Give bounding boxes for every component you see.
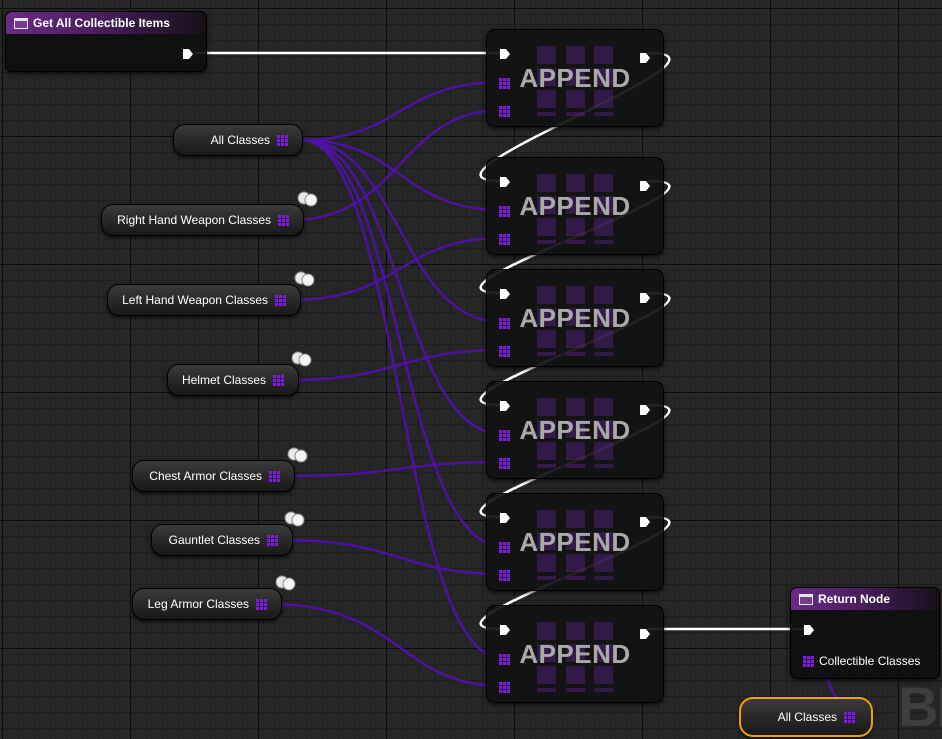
array-pin-icon[interactable] — [803, 655, 814, 667]
exec-out-pin-icon[interactable] — [639, 180, 651, 192]
array-pin-icon[interactable] — [278, 214, 289, 226]
exec-out-pin-icon[interactable] — [639, 52, 651, 64]
exec-in-pin-icon[interactable] — [499, 400, 511, 412]
target-array-pin-icon[interactable] — [499, 654, 510, 665]
exec-in-pin-icon[interactable] — [499, 48, 511, 60]
var-label: Leg Armor Classes — [147, 597, 249, 611]
var-all-classes-selected[interactable]: All Classes — [739, 697, 873, 737]
var-label: All Classes — [777, 710, 837, 724]
source-array-pin-icon[interactable] — [499, 106, 510, 117]
var-label: Helmet Classes — [181, 373, 266, 387]
target-array-pin-icon[interactable] — [499, 318, 510, 329]
collectible-classes-label: Collectible Classes — [819, 654, 921, 668]
function-icon — [799, 593, 813, 605]
array-watermark-icon — [537, 618, 613, 692]
source-array-pin-icon[interactable] — [499, 570, 510, 581]
array-pin-icon[interactable] — [269, 470, 280, 482]
append-title: APPEND — [519, 527, 631, 557]
var-helmet-classes[interactable]: Helmet Classes — [167, 364, 299, 396]
var-label: All Classes — [210, 133, 270, 147]
exec-out-pin-icon[interactable] — [182, 48, 194, 60]
exec-out-pin-icon[interactable] — [639, 628, 651, 640]
append-title: APPEND — [519, 303, 631, 333]
exec-out-pin-icon[interactable] — [639, 404, 651, 416]
target-array-pin-icon[interactable] — [499, 430, 510, 441]
var-all-classes[interactable]: All Classes — [173, 124, 303, 156]
source-array-pin-icon[interactable] — [499, 682, 510, 693]
array-pin-icon[interactable] — [277, 134, 288, 146]
function-entry-title: Get All Collectible Items — [33, 16, 170, 30]
target-array-pin-icon[interactable] — [499, 78, 510, 89]
exec-in-pin-icon[interactable] — [499, 512, 511, 524]
array-pin-icon[interactable] — [267, 534, 278, 546]
var-label: Chest Armor Classes — [149, 469, 262, 483]
append-node[interactable]: APPEND — [486, 269, 664, 367]
exec-out-pin-icon[interactable] — [639, 516, 651, 528]
var-left-hand-weapon-classes[interactable]: Left Hand Weapon Classes — [107, 284, 301, 316]
source-array-pin-icon[interactable] — [499, 346, 510, 357]
var-label: Right Hand Weapon Classes — [117, 213, 271, 227]
function-entry-node[interactable]: Get All Collectible Items — [5, 11, 207, 72]
function-entry-header: Get All Collectible Items — [6, 12, 206, 34]
array-pin-icon[interactable] — [844, 711, 855, 723]
return-node[interactable]: Return Node Collectible Classes — [790, 587, 940, 679]
target-array-pin-icon[interactable] — [499, 206, 510, 217]
append-title: APPEND — [519, 63, 631, 93]
return-node-header: Return Node — [791, 588, 939, 610]
exec-in-pin-icon[interactable] — [499, 624, 511, 636]
return-node-title: Return Node — [818, 592, 890, 606]
exec-out-pin-icon[interactable] — [639, 292, 651, 304]
append-node[interactable]: APPEND — [486, 493, 664, 591]
append-title: APPEND — [519, 415, 631, 445]
var-gauntlet-classes[interactable]: Gauntlet Classes — [151, 524, 293, 556]
var-label: Gauntlet Classes — [168, 533, 260, 547]
array-pin-icon[interactable] — [256, 598, 267, 610]
function-icon — [14, 17, 28, 29]
append-title: APPEND — [519, 191, 631, 221]
var-label: Left Hand Weapon Classes — [122, 293, 268, 307]
append-node[interactable]: APPEND — [486, 381, 664, 479]
replicated-icon — [297, 191, 318, 207]
append-node[interactable]: APPEND — [486, 29, 664, 127]
exec-in-pin-icon[interactable] — [499, 176, 511, 188]
append-node[interactable]: APPEND — [486, 157, 664, 255]
source-array-pin-icon[interactable] — [499, 458, 510, 469]
var-chest-armor-classes[interactable]: Chest Armor Classes — [132, 460, 295, 492]
replicated-icon — [275, 575, 296, 591]
var-leg-armor-classes[interactable]: Leg Armor Classes — [132, 588, 282, 620]
array-pin-icon[interactable] — [275, 294, 286, 306]
target-array-pin-icon[interactable] — [499, 542, 510, 553]
var-right-hand-weapon-classes[interactable]: Right Hand Weapon Classes — [101, 204, 304, 236]
array-pin-icon[interactable] — [273, 374, 284, 386]
collectible-classes-pin[interactable]: Collectible Classes — [803, 654, 920, 668]
append-title: APPEND — [519, 639, 631, 669]
blueprint-watermark: BL — [898, 675, 942, 738]
exec-in-pin-icon[interactable] — [499, 288, 511, 300]
exec-in-pin-icon[interactable] — [803, 624, 815, 636]
replicated-icon — [294, 271, 315, 287]
source-array-pin-icon[interactable] — [499, 234, 510, 245]
append-node[interactable]: APPEND — [486, 605, 664, 703]
